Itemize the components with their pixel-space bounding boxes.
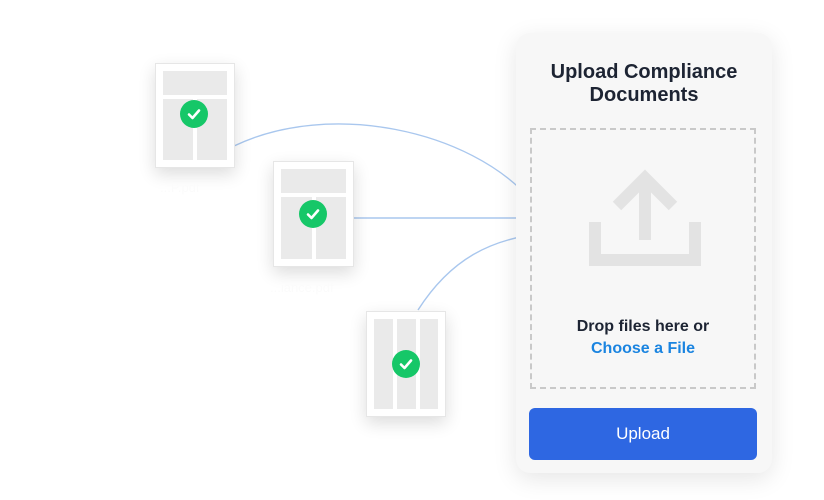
panel-title: Upload Compliance Documents — [550, 61, 738, 106]
doc-column-block-1 — [374, 319, 393, 409]
doc-header-block — [163, 71, 227, 95]
upload-icon — [589, 169, 701, 266]
drop-files-text: Drop files here or — [576, 318, 710, 335]
doc-header-block — [281, 169, 346, 193]
document-thumbnail-2 — [273, 161, 354, 267]
choose-file-link[interactable]: Choose a File — [590, 340, 696, 357]
check-circle-icon — [180, 100, 208, 128]
check-circle-icon — [299, 200, 327, 228]
connector-arrow-1 — [233, 123, 532, 201]
file-dropzone[interactable]: Drop files here or Choose a File — [530, 128, 756, 389]
upload-button[interactable]: Upload — [529, 408, 757, 460]
file-name-label: ...iance.pdf — [270, 280, 334, 295]
file-name-label: ...P.pdf — [160, 180, 200, 195]
check-circle-icon — [392, 350, 420, 378]
document-thumbnail-1 — [155, 63, 235, 168]
doc-column-block-3 — [420, 319, 438, 409]
upload-panel: Upload Compliance Documents Drop files h… — [516, 33, 772, 473]
document-thumbnail-3 — [366, 311, 446, 417]
